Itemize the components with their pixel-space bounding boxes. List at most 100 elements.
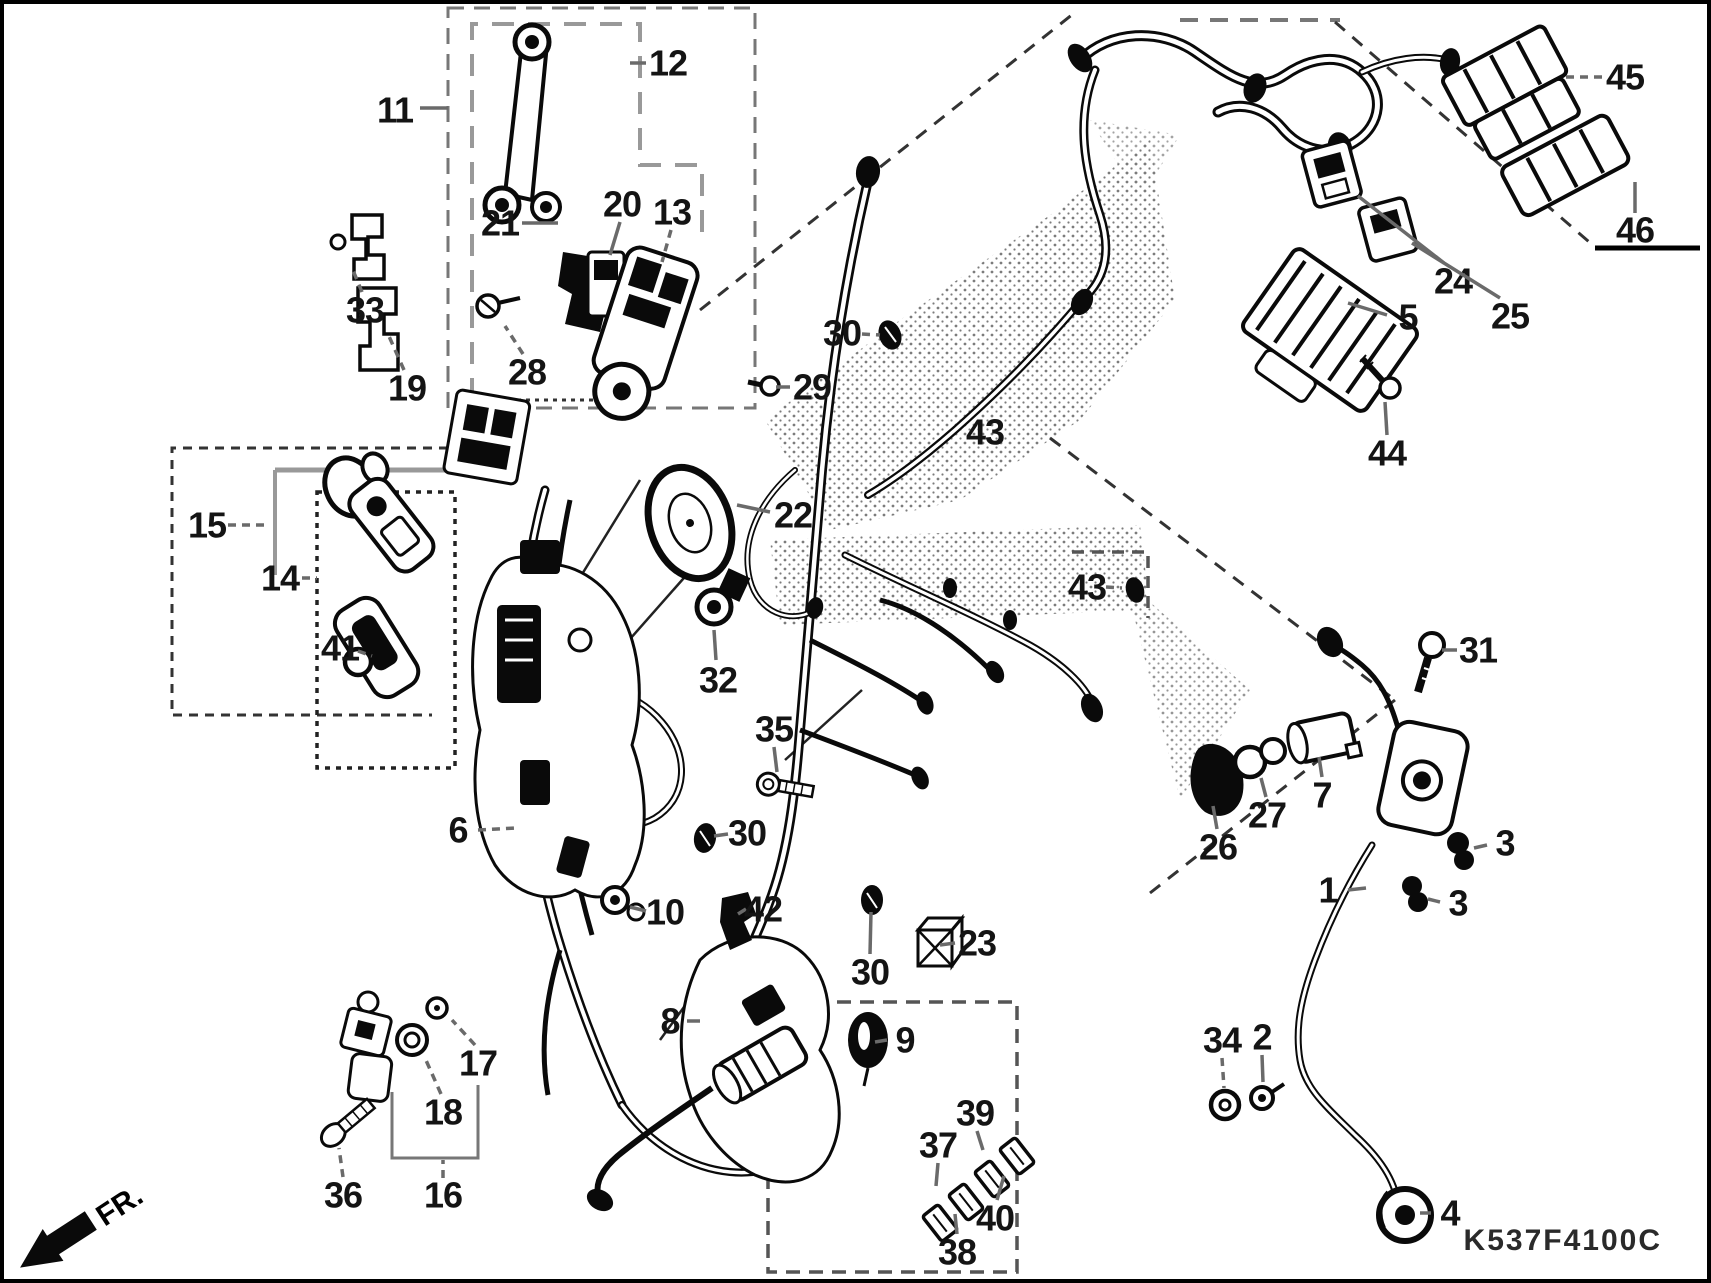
part-callout-30: 30	[851, 952, 889, 993]
part-callout-1: 1	[1318, 870, 1338, 911]
part-17-nut	[425, 996, 449, 1020]
halftone-stipple	[765, 120, 1250, 800]
leader-line-10	[629, 905, 647, 913]
part-5-regulator	[1241, 247, 1419, 413]
leader-line-39	[975, 1130, 985, 1151]
part-callout-44: 44	[1368, 433, 1407, 474]
leader-line-33	[350, 267, 364, 293]
part-callout-18: 18	[424, 1092, 462, 1133]
part-14-keys	[322, 451, 436, 700]
part-callout-42: 42	[744, 889, 782, 930]
part-callout-7: 7	[1312, 775, 1331, 816]
part-callout-20: 20	[603, 184, 641, 225]
part-callout-41: 41	[321, 628, 360, 669]
part-callout-14: 14	[261, 558, 300, 599]
leader-line-7	[1317, 756, 1324, 778]
part-callout-16: 16	[424, 1175, 462, 1216]
leader-line-3	[1473, 843, 1488, 850]
part-16-mount	[339, 990, 394, 1103]
leader-line-17	[450, 1018, 477, 1047]
part-callout-22: 22	[774, 495, 812, 536]
leader-line-41	[357, 649, 373, 658]
part-callout-24: 24	[1434, 261, 1473, 302]
part-34-washer	[1208, 1088, 1242, 1122]
part-callout-45: 45	[1606, 57, 1645, 98]
part-callout-23: 23	[958, 923, 996, 964]
part-46-connector	[1500, 113, 1631, 218]
leader-line-5	[1347, 301, 1388, 317]
part-callout-6: 6	[448, 810, 467, 851]
leader-line-42	[737, 907, 747, 916]
leader-line-25	[1411, 241, 1501, 300]
part-callout-21: 21	[481, 203, 520, 244]
leader-line-26	[1211, 805, 1219, 830]
part-callout-12: 12	[649, 43, 687, 84]
leader-line-9	[874, 1038, 888, 1044]
part-45-connector	[1441, 24, 1581, 161]
part-28-bolt	[475, 293, 521, 319]
part-31-bolt	[1414, 631, 1446, 694]
part-callout-8: 8	[660, 1001, 679, 1042]
part-43-clip	[1125, 577, 1145, 603]
part-callout-35: 35	[755, 709, 794, 750]
part-fuses-37-40	[921, 1136, 1036, 1243]
part-41-ring	[342, 646, 374, 678]
part-callout-34: 34	[1203, 1020, 1242, 1061]
part-callout-36: 36	[324, 1175, 362, 1216]
part-2-bolt	[1249, 1082, 1286, 1111]
leader-line-44	[1383, 401, 1389, 436]
leader-line-13	[660, 229, 673, 263]
part-30-clips	[693, 320, 902, 915]
leader-line-34	[1220, 1057, 1226, 1089]
leader-line-36	[337, 1147, 345, 1178]
part-35-bolt	[755, 771, 816, 799]
part-callout-17: 17	[459, 1043, 497, 1084]
part-callout-3: 3	[1495, 823, 1514, 864]
part-callout-4: 4	[1440, 1193, 1460, 1234]
leader-line-30	[868, 911, 873, 955]
part-callout-40: 40	[976, 1198, 1014, 1239]
part-27-rings	[1232, 737, 1287, 780]
part-callout-9: 9	[895, 1020, 914, 1061]
part-20-relay	[586, 250, 626, 330]
part-callout-2: 2	[1252, 1017, 1271, 1058]
part-callout-25: 25	[1491, 296, 1530, 337]
part-callout-15: 15	[188, 505, 227, 546]
label-16-bracket	[390, 1085, 480, 1160]
part-6-cluster	[471, 540, 646, 899]
part-callout-43: 43	[966, 412, 1004, 453]
part-36-bolt	[319, 1097, 377, 1148]
part-3-cap-upper	[1447, 832, 1469, 854]
part-12-bracket-arm	[482, 22, 562, 225]
part-callout-46: 46	[1616, 210, 1654, 251]
part-1-cable	[1294, 841, 1402, 1209]
part-22-horn	[644, 463, 736, 583]
fr-label: FR.	[90, 1179, 149, 1233]
part-29-bolt	[747, 375, 781, 397]
diagram-code: K537F4100C	[1464, 1224, 1662, 1257]
fr-arrow-icon	[20, 1211, 97, 1268]
leader-line-40	[995, 1175, 1006, 1201]
leader-line-28	[503, 325, 525, 355]
part-19-bracket	[356, 286, 400, 372]
part-callout-30: 30	[823, 313, 861, 354]
part-44-bolt	[1359, 354, 1402, 400]
part-callout-33: 33	[346, 290, 384, 331]
part-callout-31: 31	[1459, 630, 1498, 671]
part-ignition-coil-cluster	[586, 935, 841, 1212]
part-callout-19: 19	[388, 368, 426, 409]
part-18-nut	[395, 1023, 429, 1057]
part-24-switch	[1300, 139, 1363, 209]
leader-line-3	[1427, 897, 1441, 904]
part-callout-3: 3	[1448, 883, 1467, 924]
part-smart-unit	[442, 388, 532, 486]
part-callout-43: 43	[1068, 567, 1106, 608]
part-callout-27: 27	[1248, 795, 1286, 836]
leader-line-18	[423, 1057, 443, 1095]
part-callout-32: 32	[699, 660, 737, 701]
part-10-clip	[600, 885, 646, 922]
leader-line-30	[861, 332, 881, 337]
